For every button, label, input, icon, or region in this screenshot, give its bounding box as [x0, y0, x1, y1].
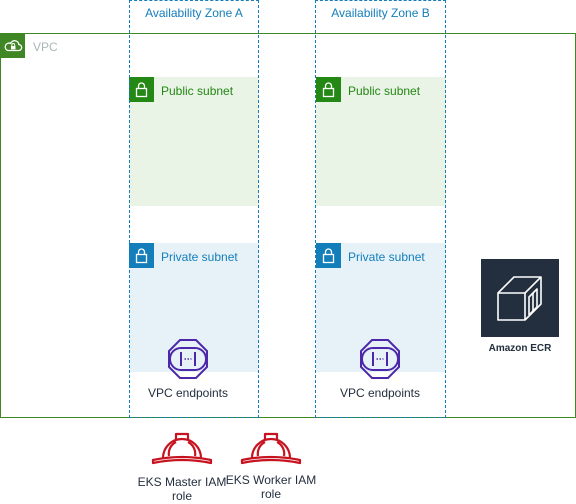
padlock-icon: [129, 243, 154, 268]
vpc-endpoints-a-label: VPC endpoints: [147, 386, 229, 400]
private-subnet-a: Private subnet: [129, 243, 259, 372]
public-subnet-b: Public subnet: [316, 77, 446, 206]
amazon-ecr-label: Amazon ECR: [488, 343, 552, 354]
private-subnet-b-label: Private subnet: [348, 250, 425, 264]
public-subnet-b-label: Public subnet: [348, 84, 421, 98]
cloud-lock-icon: [1, 34, 25, 58]
availability-zone-a-label: Availability Zone A: [145, 6, 243, 20]
padlock-icon: [316, 243, 341, 268]
amazon-ecr-icon: [481, 259, 559, 337]
availability-zone-b: Availability Zone B: [315, 0, 446, 418]
private-subnet-a-label: Private subnet: [161, 250, 238, 264]
eks-worker-role-label: EKS Worker IAM role: [225, 473, 317, 501]
availability-zone-b-label: Availability Zone B: [331, 6, 430, 20]
vpc-label: VPC: [33, 40, 58, 54]
public-subnet-a: Public subnet: [129, 77, 259, 206]
private-subnet-b: Private subnet: [316, 243, 446, 372]
hard-hat-icon: [151, 430, 213, 468]
hard-hat-icon: [240, 430, 302, 468]
availability-zone-a: Availability Zone A: [129, 0, 259, 418]
vpc-endpoints-icon: [167, 338, 209, 380]
vpc-container: VPC: [0, 33, 576, 418]
eks-master-role-label: EKS Master IAM role: [137, 475, 227, 503]
public-subnet-a-label: Public subnet: [161, 84, 234, 98]
vpc-endpoints-b-label: VPC endpoints: [339, 386, 421, 400]
vpc-endpoints-icon: [359, 338, 401, 380]
padlock-icon: [316, 77, 341, 102]
padlock-icon: [129, 77, 154, 102]
